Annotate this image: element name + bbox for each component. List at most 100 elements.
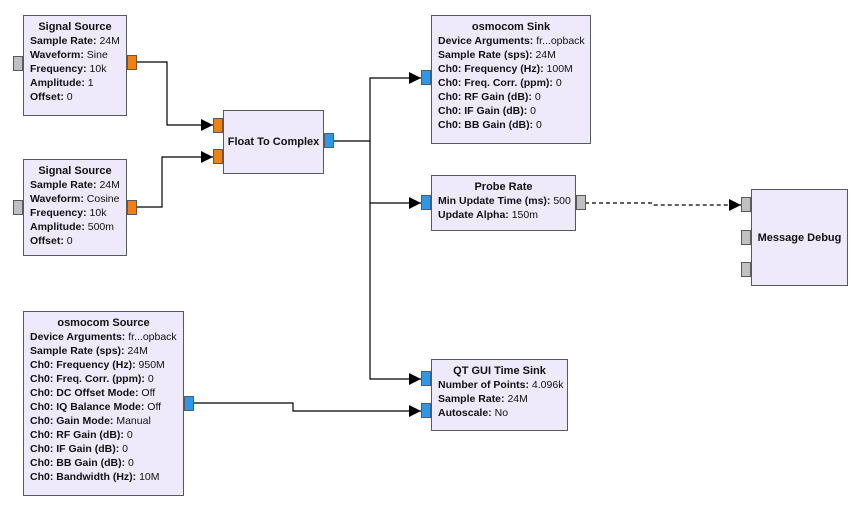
param-label: Ch0: Bandwidth (Hz): bbox=[30, 471, 137, 483]
param-row: Ch0: DC Offset Mode: Off bbox=[30, 386, 183, 400]
input-port[interactable] bbox=[421, 195, 431, 210]
param-value: 1 bbox=[84, 77, 94, 89]
param-row: Amplitude: 1 bbox=[30, 76, 126, 90]
output-port[interactable] bbox=[127, 200, 137, 215]
param-row: Waveform: Cosine bbox=[30, 192, 126, 206]
param-row: Ch0: Frequency (Hz): 100M bbox=[438, 62, 590, 76]
block-title: osmocom Sink bbox=[471, 21, 551, 33]
param-value: 0 bbox=[63, 235, 73, 247]
param-value: Sine bbox=[83, 49, 108, 61]
param-label: Ch0: BB Gain (dB): bbox=[438, 119, 534, 131]
param-row: Ch0: Freq. Corr. (ppm): 0 bbox=[30, 372, 183, 386]
param-row: Device Arguments: fr...opback bbox=[30, 330, 183, 344]
input-port-1[interactable] bbox=[421, 371, 431, 386]
block-title: Signal Source bbox=[38, 165, 112, 177]
param-value: 24M bbox=[96, 35, 120, 47]
param-label: Ch0: Freq. Corr. (ppm): bbox=[438, 77, 553, 89]
param-label: Min Update Time (ms): bbox=[438, 195, 551, 207]
param-value: fr...opback bbox=[125, 331, 177, 343]
param-label: Ch0: RF Gain (dB): bbox=[30, 429, 124, 441]
param-label: Ch0: RF Gain (dB): bbox=[438, 91, 532, 103]
param-row: Device Arguments: fr...opback bbox=[438, 34, 590, 48]
output-port[interactable] bbox=[127, 55, 137, 70]
input-port-im[interactable] bbox=[213, 149, 223, 164]
param-label: Sample Rate (sps): bbox=[30, 345, 125, 357]
param-label: Amplitude: bbox=[30, 221, 85, 233]
input-port-store[interactable] bbox=[741, 230, 751, 245]
param-label: Sample Rate (sps): bbox=[438, 49, 533, 61]
block-title: Float To Complex bbox=[227, 136, 320, 148]
input-port-re[interactable] bbox=[213, 118, 223, 133]
param-row: Ch0: IQ Balance Mode: Off bbox=[30, 400, 183, 414]
param-row: Ch0: IF Gain (dB): 0 bbox=[30, 442, 183, 456]
input-port-print[interactable] bbox=[741, 197, 751, 212]
param-row: Offset: 0 bbox=[30, 234, 126, 248]
param-value: 24M bbox=[504, 393, 528, 405]
param-row: Ch0: RF Gain (dB): 0 bbox=[438, 90, 590, 104]
param-row: Offset: 0 bbox=[30, 90, 126, 104]
param-label: Sample Rate: bbox=[30, 179, 97, 191]
param-label: Ch0: Freq. Corr. (ppm): bbox=[30, 373, 145, 385]
block-osmocom-source[interactable]: osmocom Source Device Arguments: fr...op… bbox=[23, 311, 184, 496]
param-row: Sample Rate (sps): 24M bbox=[438, 48, 590, 62]
wire-f2c-to-sink[interactable] bbox=[334, 72, 421, 142]
param-label: Sample Rate: bbox=[438, 393, 505, 405]
param-value: Manual bbox=[113, 415, 151, 427]
wire-f2c-to-qt[interactable] bbox=[369, 203, 421, 385]
input-port[interactable] bbox=[421, 70, 431, 85]
param-value: No bbox=[491, 407, 509, 419]
param-label: Update Alpha: bbox=[438, 209, 509, 221]
output-port-rate[interactable] bbox=[576, 195, 586, 210]
param-label: Device Arguments: bbox=[438, 35, 534, 47]
block-title: Message Debug bbox=[757, 231, 842, 244]
input-port[interactable] bbox=[13, 56, 23, 71]
param-row: Amplitude: 500m bbox=[30, 220, 126, 234]
block-qt-gui-time-sink[interactable]: QT GUI Time Sink Number of Points: 4.096… bbox=[431, 359, 568, 431]
param-row: Ch0: Gain Mode: Manual bbox=[30, 414, 183, 428]
block-osmocom-sink[interactable]: osmocom Sink Device Arguments: fr...opba… bbox=[431, 15, 591, 144]
wire-source-to-qt[interactable] bbox=[193, 402, 421, 417]
param-value: 10k bbox=[86, 207, 107, 219]
input-port-print-pdu[interactable] bbox=[741, 262, 751, 277]
wire-sig1-to-f2c[interactable] bbox=[137, 61, 213, 131]
param-label: Ch0: Gain Mode: bbox=[30, 415, 114, 427]
param-value: 150m bbox=[508, 209, 538, 221]
param-label: Sample Rate: bbox=[30, 35, 97, 47]
param-label: Frequency: bbox=[30, 63, 87, 75]
param-label: Autoscale: bbox=[438, 407, 492, 419]
input-port[interactable] bbox=[13, 200, 23, 215]
block-title: Signal Source bbox=[38, 21, 112, 33]
wire-f2c-to-probe[interactable] bbox=[369, 141, 421, 209]
param-label: Offset: bbox=[30, 235, 64, 247]
param-row: Sample Rate: 24M bbox=[30, 34, 126, 48]
param-row: Ch0: Freq. Corr. (ppm): 0 bbox=[438, 76, 590, 90]
block-float-to-complex[interactable]: Float To Complex bbox=[223, 110, 324, 174]
param-label: Waveform: bbox=[30, 193, 84, 205]
output-port[interactable] bbox=[184, 396, 194, 411]
param-row: Sample Rate: 24M bbox=[30, 178, 126, 192]
param-value: Off bbox=[144, 401, 162, 413]
param-label: Ch0: Frequency (Hz): bbox=[438, 63, 544, 75]
param-label: Frequency: bbox=[30, 207, 87, 219]
param-row: Ch0: RF Gain (dB): 0 bbox=[30, 428, 183, 442]
param-row: Autoscale: No bbox=[438, 406, 567, 420]
param-label: Number of Points: bbox=[438, 379, 529, 391]
param-value: 10M bbox=[136, 471, 160, 483]
param-value: 0 bbox=[119, 443, 129, 455]
param-row: Update Alpha: 150m bbox=[438, 208, 575, 222]
wire-sig2-to-f2c[interactable] bbox=[137, 151, 213, 208]
block-message-debug[interactable]: Message Debug bbox=[751, 189, 848, 286]
output-port[interactable] bbox=[324, 133, 334, 148]
param-row: Frequency: 10k bbox=[30, 62, 126, 76]
param-row: Ch0: Frequency (Hz): 950M bbox=[30, 358, 183, 372]
input-port-2[interactable] bbox=[421, 403, 431, 418]
wire-probe-to-msgdebug[interactable] bbox=[585, 199, 741, 211]
param-row: Ch0: BB Gain (dB): 0 bbox=[30, 456, 183, 470]
